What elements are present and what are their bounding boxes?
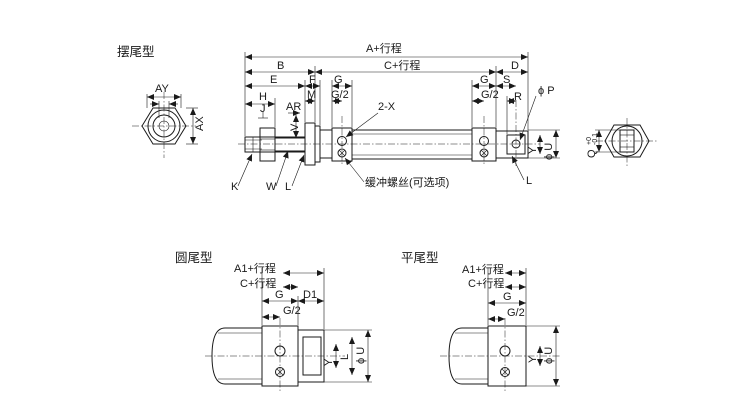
label-h: H <box>259 91 267 103</box>
left-end-view: AY AX <box>132 83 206 158</box>
label-y-main: Y <box>527 146 539 154</box>
label-j: J <box>260 103 266 115</box>
label-g-rear: G <box>480 74 489 86</box>
label-phi-u-flat: ϕ U <box>543 347 555 364</box>
label-k: K <box>231 181 239 193</box>
right-end-view: Q +0 -0.1 <box>586 118 658 166</box>
label-e: E <box>270 74 277 86</box>
label-ay: AY <box>155 83 170 95</box>
main-dimensions: A+行程 B C+行程 D E F G G S H M <box>231 42 560 193</box>
main-side-view <box>238 100 540 166</box>
label-m: M <box>307 89 316 101</box>
label-q-minus: -0.1 <box>592 133 599 145</box>
title-round-tail: 圆尾型 <box>175 250 213 265</box>
title-flat-tail: 平尾型 <box>401 250 439 265</box>
label-d: D <box>511 60 519 72</box>
label-ar: AR <box>286 101 301 113</box>
label-ax: AX <box>194 116 206 131</box>
label-q-plus: +0 <box>586 137 593 145</box>
label-c-stroke-round: C+行程 <box>240 277 276 290</box>
label-phi-u-round: ϕ U <box>355 347 367 364</box>
label-y-round: Y <box>323 358 335 366</box>
label-2x: 2-X <box>378 101 396 113</box>
label-l-round: L <box>339 354 351 360</box>
label-a-stroke: A+行程 <box>366 42 402 55</box>
label-q: Q <box>586 149 598 158</box>
label-l-rear: L <box>526 175 532 187</box>
label-g-round: G <box>275 289 284 301</box>
label-b: B <box>277 60 284 72</box>
label-r: R <box>514 91 522 103</box>
label-g-half-rear: G/2 <box>481 89 499 101</box>
label-g-half-front: G/2 <box>331 89 349 101</box>
label-c-stroke-flat: C+行程 <box>468 277 504 290</box>
label-g-half-round: G/2 <box>283 305 301 317</box>
label-v: V <box>289 123 301 131</box>
label-s: S <box>503 74 510 86</box>
title-swing-tail: 摆尾型 <box>117 44 155 59</box>
flat-tail-view: A1+行程 C+行程 G G/2 Y ϕ U <box>440 263 560 392</box>
label-f: F <box>309 74 316 86</box>
label-a1-stroke-round: A1+行程 <box>234 262 276 275</box>
label-y-flat: Y <box>527 355 539 363</box>
round-tail-view: A1+行程 C+行程 G D1 G/2 Y L ϕ U <box>205 262 372 392</box>
label-g-flat: G <box>503 291 512 303</box>
label-c-stroke: C+行程 <box>384 59 420 72</box>
label-cushion-note: 缓冲螺丝(可选项) <box>365 175 449 189</box>
label-g-front: G <box>334 74 343 86</box>
label-phi-p: ϕ P <box>538 85 555 97</box>
label-a1-stroke-flat: A1+行程 <box>462 263 504 276</box>
label-phi-u-main: ϕ U <box>543 143 555 160</box>
label-l-front: L <box>285 181 291 193</box>
label-w: W <box>266 181 277 193</box>
label-g-half-flat: G/2 <box>507 307 525 319</box>
label-d1-round: D1 <box>303 289 317 301</box>
